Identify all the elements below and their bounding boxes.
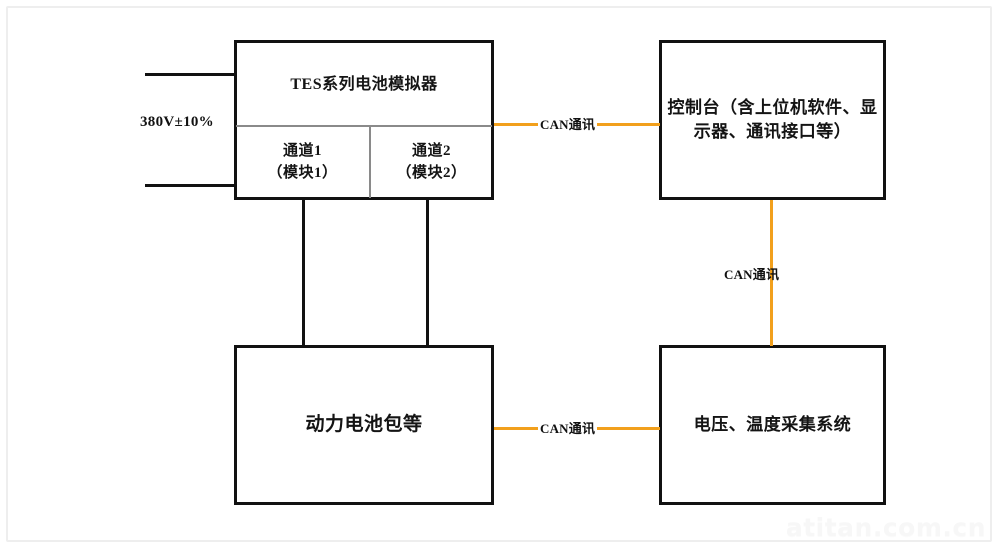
can-link-label-top: CAN通讯 [538, 114, 598, 133]
block-acquisition-system[interactable] [659, 345, 886, 505]
tes-to-battery-wire-1 [302, 198, 305, 347]
power-input-line-top [145, 73, 237, 76]
tes-channel-1-label: 通道1 （模块1） [267, 143, 338, 181]
console-label: 控制台（含上位机软件、显示器、通讯接口等） [667, 97, 878, 141]
tes-simulator-title: TES系列电池模拟器 [290, 75, 438, 93]
can-link-console-to-acquisition [770, 200, 773, 346]
tes-horizontal-divider [236, 125, 492, 127]
block-battery-pack[interactable] [234, 345, 494, 505]
block-console[interactable] [659, 40, 886, 200]
tes-channel-2-label: 通道2 （模块2） [396, 143, 467, 181]
outer-frame [6, 6, 992, 542]
power-input-label: 380V±10% [140, 114, 214, 130]
tes-vertical-divider [369, 127, 371, 198]
can-link-label-middle: CAN通讯 [724, 267, 780, 282]
watermark: atitan.com.cn [785, 513, 986, 542]
acquisition-system-label: 电压、温度采集系统 [693, 414, 852, 434]
power-input-line-bottom [145, 184, 237, 187]
can-link-label-bottom: CAN通讯 [538, 418, 598, 437]
block-tes-simulator[interactable] [234, 40, 494, 200]
tes-to-battery-wire-2 [426, 198, 429, 347]
battery-pack-label: 动力电池包等 [305, 413, 423, 435]
